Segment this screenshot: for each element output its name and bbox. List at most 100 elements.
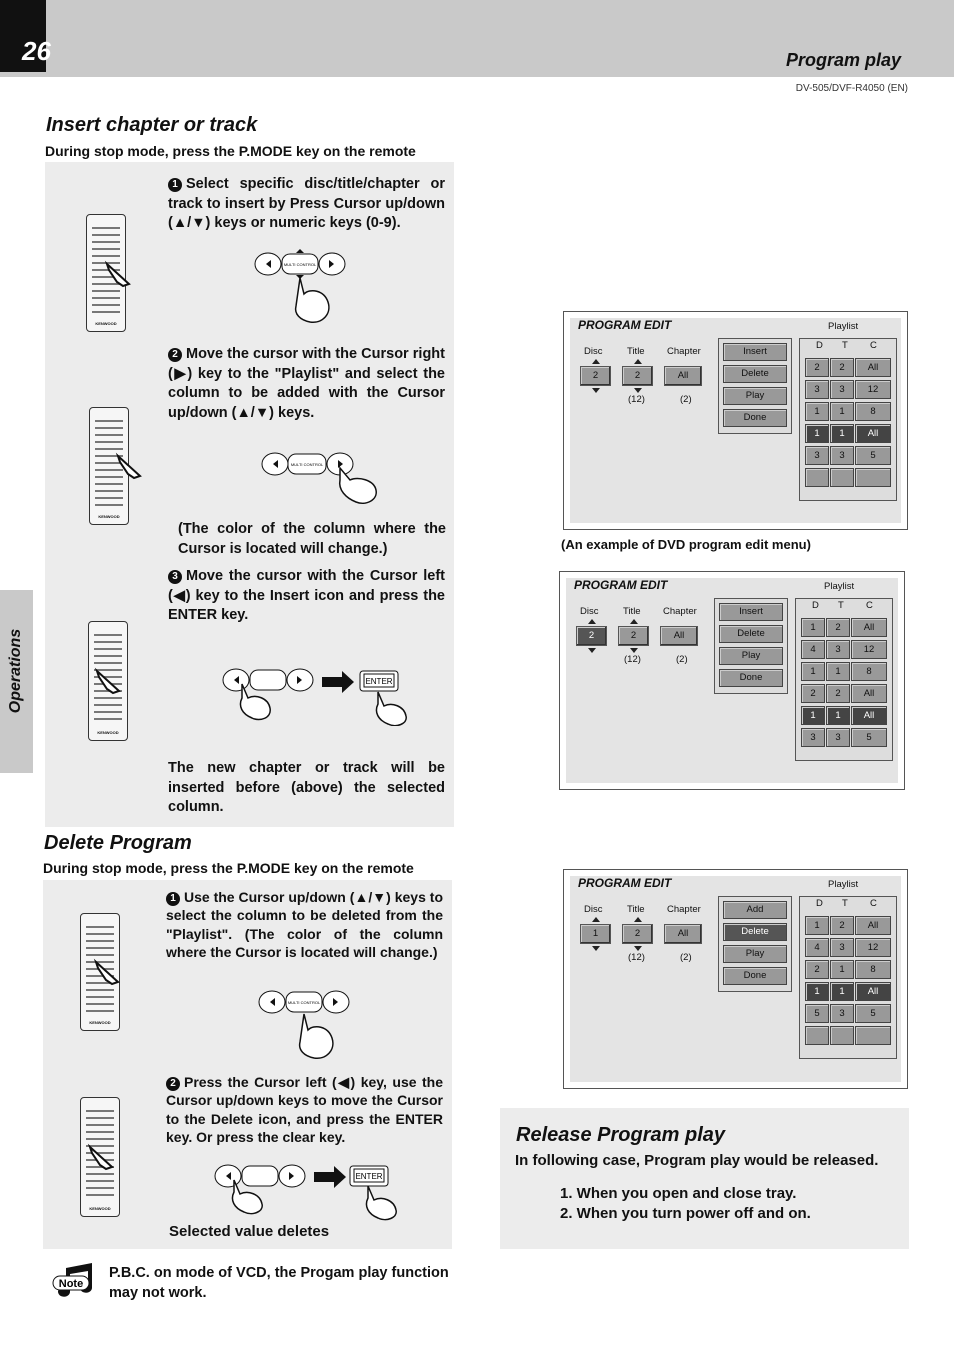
disc-field[interactable]: 2 — [580, 366, 611, 386]
chapter-field[interactable]: All — [660, 626, 698, 646]
playlist-title-cell: 1 — [830, 402, 854, 421]
playlist-row[interactable]: 1 2 All — [801, 618, 887, 637]
menu-play-button[interactable]: Play — [719, 647, 783, 665]
playlist-disc-cell: 1 — [805, 916, 829, 935]
note-label: Note — [59, 1278, 83, 1290]
model-number: DV-505/DVF-R4050 (EN) — [795, 83, 908, 94]
title-field[interactable]: 2 — [622, 366, 653, 386]
playlist-title-cell: 3 — [830, 380, 854, 399]
sidebar-tab: Operations — [0, 590, 33, 773]
disc-field[interactable]: 2 — [576, 626, 607, 646]
header-t: T — [838, 600, 844, 611]
playlist-row[interactable]: 3 3 5 — [805, 446, 891, 465]
playlist-title-cell: 1 — [830, 424, 854, 443]
playlist-row[interactable]: 3 3 5 — [801, 728, 887, 747]
title-count: (12) — [628, 952, 645, 963]
pointing-hand-icon — [87, 1143, 114, 1171]
playlist-row[interactable]: 1 1 All — [801, 706, 887, 725]
disc-field[interactable]: 1 — [580, 924, 611, 944]
chapter-label: Chapter — [667, 346, 701, 357]
playlist-chapter-cell: All — [855, 916, 891, 935]
disc-label: Disc — [584, 346, 603, 357]
playlist-title-cell: 1 — [826, 706, 850, 725]
playlist-label: Playlist — [828, 879, 859, 890]
menu-delete-button[interactable]: Delete — [723, 365, 787, 383]
playlist-row[interactable]: 1 1 All — [805, 982, 891, 1001]
playlist-chapter-cell: All — [855, 358, 891, 377]
playlist-row[interactable]: 2 2 All — [801, 684, 887, 703]
menu-add-button[interactable]: Add — [723, 901, 787, 919]
multi-control-icon: MULTI CONTROL — [254, 249, 346, 323]
playlist-label: Playlist — [824, 581, 855, 592]
menu-delete-button[interactable]: Delete — [723, 923, 787, 941]
multi-control-icon: MULTI CONTROL — [261, 452, 377, 504]
playlist-row[interactable]: 1 1 8 — [805, 402, 891, 421]
header-c: C — [866, 600, 873, 611]
playlist-chapter-cell: 12 — [855, 380, 891, 399]
playlist-disc-cell: 3 — [801, 728, 825, 747]
playlist-disc-cell: 1 — [801, 618, 825, 637]
screen-caption: (An example of DVD program edit menu) — [561, 537, 811, 552]
playlist-disc-cell: 1 — [805, 402, 829, 421]
menu-done-button[interactable]: Done — [719, 669, 783, 687]
menu-done-button[interactable]: Done — [723, 967, 787, 985]
header-d: D — [816, 340, 823, 351]
multi-control-enter-icon: ENTER — [222, 668, 407, 726]
menu-done-button[interactable]: Done — [723, 409, 787, 427]
playlist-row[interactable]: 2 2 All — [805, 358, 891, 377]
playlist-disc-cell: 3 — [805, 446, 829, 465]
menu-delete-button[interactable]: Delete — [719, 625, 783, 643]
header-t: T — [842, 340, 848, 351]
chapter-field[interactable]: All — [664, 924, 702, 944]
playlist-row[interactable] — [805, 468, 891, 487]
up-arrow-icon — [634, 917, 642, 922]
program-edit-title: PROGRAM EDIT — [578, 318, 672, 332]
playlist-row[interactable] — [805, 1026, 891, 1045]
chapter-field[interactable]: All — [664, 366, 702, 386]
playlist-chapter-cell: 8 — [851, 662, 887, 681]
playlist-row[interactable]: 1 1 8 — [801, 662, 887, 681]
release-item-2: 2. When you turn power off and on. — [560, 1205, 811, 1222]
release-panel: Release Program play In following case, … — [500, 1108, 909, 1249]
playlist-title-cell: 1 — [830, 982, 854, 1001]
playlist-row[interactable]: 5 3 5 — [805, 1004, 891, 1023]
delete-heading: Delete Program — [44, 832, 192, 854]
menu-play-button[interactable]: Play — [723, 387, 787, 405]
menu-play-button[interactable]: Play — [723, 945, 787, 963]
playlist-row[interactable]: 1 1 All — [805, 424, 891, 443]
enter-label: ENTER — [365, 677, 392, 686]
title-label: Title — [623, 606, 641, 617]
multi-control-icon: MULTI CONTROL — [258, 990, 350, 1059]
title-field[interactable]: 2 — [622, 924, 653, 944]
down-arrow-icon — [630, 648, 638, 653]
remote-icon: KENWOOD — [80, 1097, 120, 1217]
playlist-chapter-cell: All — [851, 618, 887, 637]
playlist-chapter-cell — [855, 1026, 891, 1045]
playlist-row[interactable]: 1 2 All — [805, 916, 891, 935]
playlist-disc-cell — [805, 468, 829, 487]
menu-insert-button[interactable]: Insert — [723, 343, 787, 361]
playlist-disc-cell: 5 — [805, 1004, 829, 1023]
playlist-title-cell — [830, 1026, 854, 1045]
playlist-chapter-cell: 12 — [855, 938, 891, 957]
playlist-title-cell: 2 — [826, 684, 850, 703]
playlist-row[interactable]: 3 3 12 — [805, 380, 891, 399]
playlist-chapter-cell: 5 — [851, 728, 887, 747]
playlist-row[interactable]: 4 3 12 — [805, 938, 891, 957]
title-count: (12) — [624, 654, 641, 665]
header-d: D — [812, 600, 819, 611]
playlist-row[interactable]: 2 1 8 — [805, 960, 891, 979]
playlist-disc-cell: 2 — [801, 684, 825, 703]
playlist-chapter-cell: All — [855, 982, 891, 1001]
playlist-chapter-cell: All — [851, 684, 887, 703]
title-field[interactable]: 2 — [618, 626, 649, 646]
chapter-count: (2) — [680, 952, 692, 963]
playlist-row[interactable]: 4 3 12 — [801, 640, 887, 659]
menu-insert-button[interactable]: Insert — [719, 603, 783, 621]
